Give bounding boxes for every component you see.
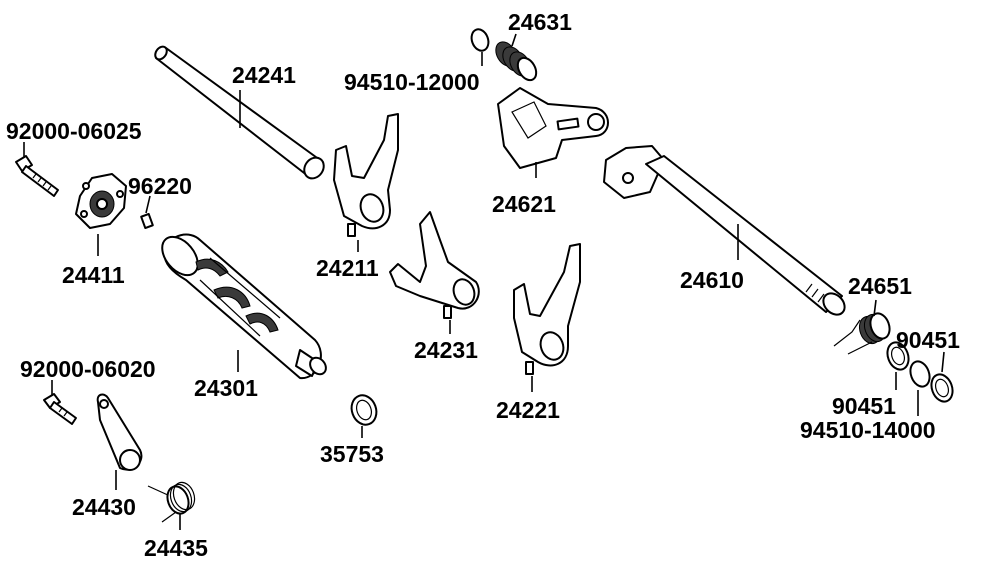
washer-90451-b [930, 373, 954, 403]
bolt-92000-06020 [43, 393, 77, 425]
pin-96220 [140, 212, 154, 230]
label-24435: 24435 [144, 535, 208, 561]
label-90451-a: 90451 [832, 393, 896, 419]
label-24430: 24430 [72, 494, 136, 520]
label-24631: 24631 [508, 9, 572, 35]
shift-plate-24621 [497, 87, 609, 169]
label-24610: 24610 [680, 267, 744, 293]
leader-90451-b [941, 351, 945, 373]
shift-rod-24241 [154, 45, 325, 180]
label-35753: 35753 [320, 441, 384, 467]
return-spring-24651 [833, 312, 891, 355]
spring-24435 [147, 481, 196, 523]
label-94510-14000: 94510-14000 [800, 417, 936, 443]
label-92000-06020: 92000-06020 [20, 356, 156, 382]
stopper-arm-24430 [96, 393, 143, 471]
label-24241: 24241 [232, 62, 296, 88]
shift-fork-24211 [333, 113, 399, 237]
label-24221: 24221 [496, 397, 560, 423]
label-24651: 24651 [848, 273, 912, 299]
label-24211: 24211 [316, 255, 379, 281]
label-96220: 96220 [128, 173, 192, 199]
bolt-92000-06025 [15, 155, 59, 197]
spring-24631 [495, 41, 538, 82]
shift-fork-24231 [389, 211, 480, 319]
washer-35753 [350, 394, 378, 426]
shift-fork-24221 [513, 243, 581, 375]
label-90451-b: 90451 [896, 327, 960, 353]
label-24231: 24231 [414, 337, 478, 363]
shift-shaft-24610 [603, 145, 846, 316]
label-24621: 24621 [492, 191, 556, 217]
circlip-94510-12000 [470, 28, 490, 52]
washer-90451-a [886, 341, 910, 371]
label-24301: 24301 [194, 375, 258, 401]
circlip-94510-14000 [909, 360, 931, 388]
leader-24651 [873, 299, 877, 317]
leader-96220 [145, 195, 151, 214]
label-94510-12000: 94510-12000 [344, 69, 480, 95]
label-24411: 24411 [62, 262, 125, 288]
drum-cam-24411 [75, 173, 127, 229]
shift-drum-24301 [161, 233, 327, 380]
leader-24631 [511, 33, 517, 47]
label-92000-06025: 92000-06025 [6, 118, 142, 144]
